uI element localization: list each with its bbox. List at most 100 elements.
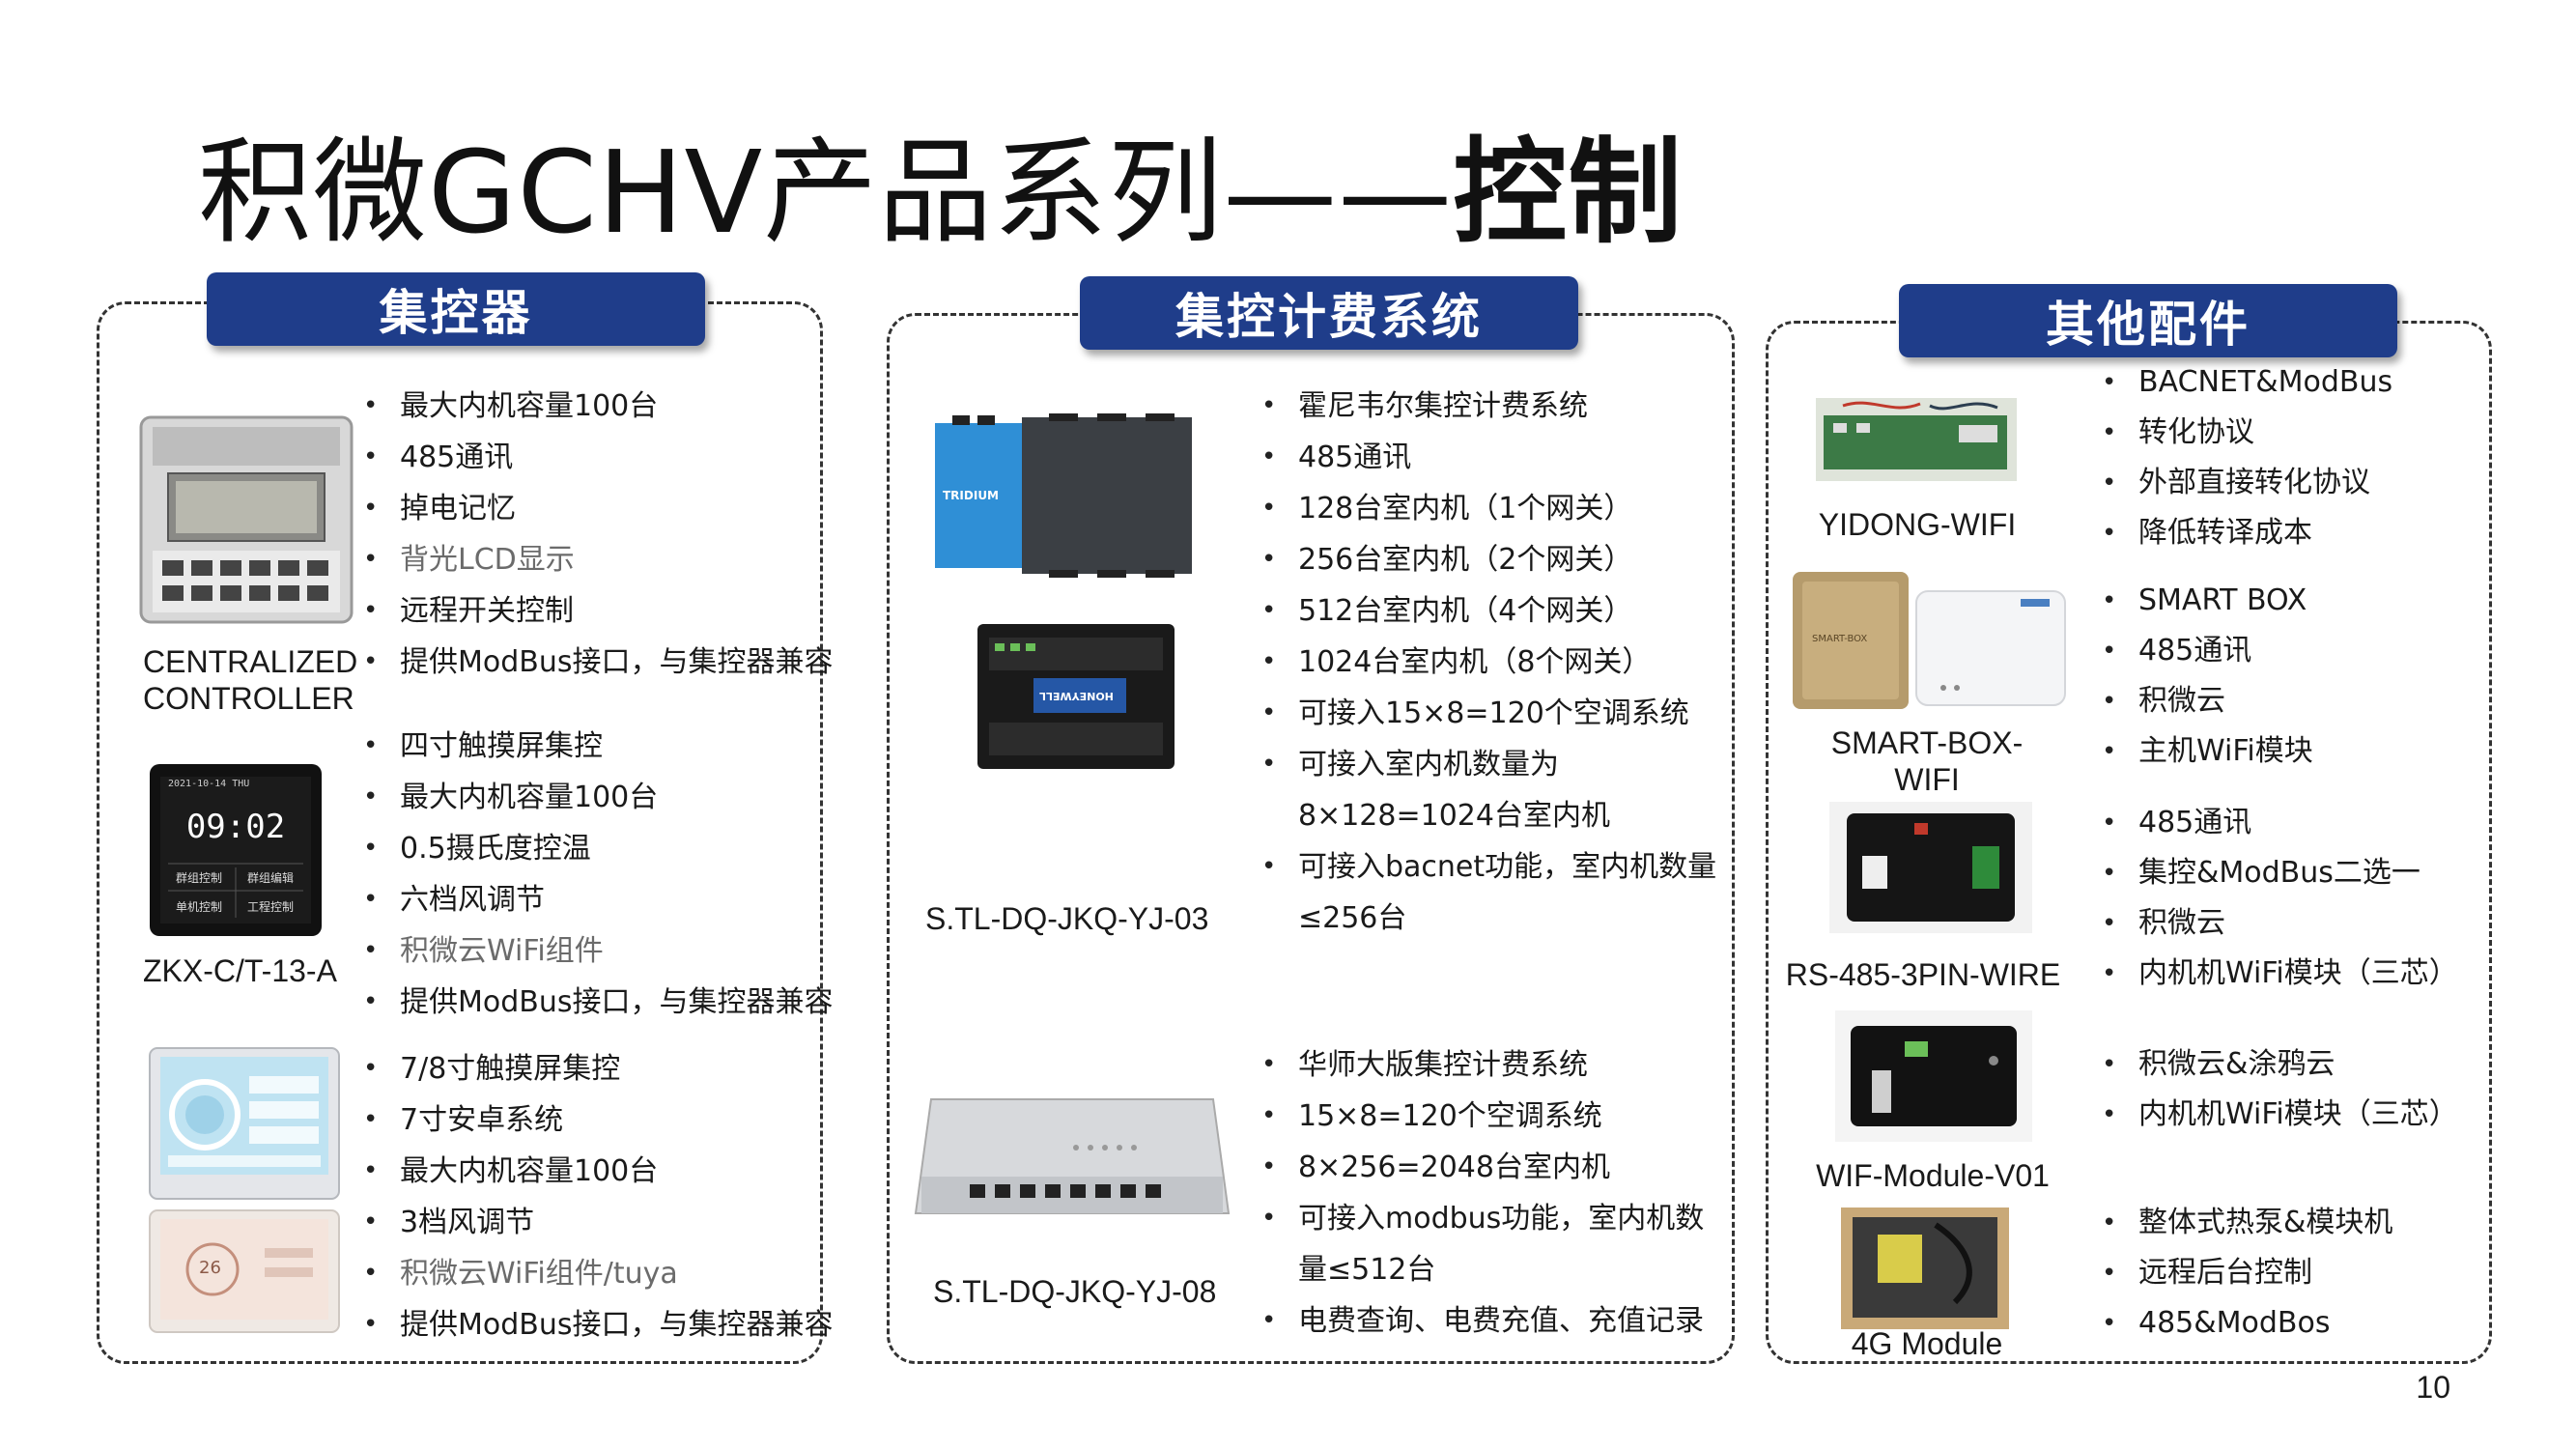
honeywell-system-label: S.TL-DQ-JKQ-YJ-03 bbox=[925, 901, 1209, 936]
feature-item: 内机机WiFi模块（三芯） bbox=[2102, 1090, 2458, 1140]
centralized-controller-image bbox=[139, 415, 354, 624]
ecnu-system-features: 华师大版集控计费系统 15×8=120个空调系统 8×256=2048台室内机 … bbox=[1261, 1039, 1704, 1347]
rs485-module-image bbox=[1827, 800, 2034, 935]
tuya-screen-temp: 26 bbox=[199, 1258, 221, 1278]
feature-item: 256台室内机（2个网关） bbox=[1261, 534, 1716, 585]
feature-item: 485&ModBos bbox=[2102, 1298, 2392, 1349]
feature-item: 可接入15×8=120个空调系统 bbox=[1261, 688, 1716, 739]
feature-item: SMART BOX bbox=[2102, 576, 2313, 626]
feature-item: 华师大版集控计费系统 bbox=[1261, 1039, 1704, 1091]
feature-item: 积微云WiFi组件/tuya bbox=[363, 1248, 834, 1299]
feature-item: 积微云 bbox=[2102, 676, 2313, 726]
feature-item: 8×128=1024台室内机 bbox=[1298, 799, 1610, 833]
feature-item: 外部直接转化协议 bbox=[2102, 458, 2392, 508]
tuya-touch-panel-image: 26 bbox=[149, 1209, 340, 1333]
feature-item: 8×256=2048台室内机 bbox=[1261, 1142, 1704, 1193]
feature-item: ≤256台 bbox=[1298, 901, 1407, 935]
ecnu-billing-device-image bbox=[912, 1090, 1232, 1225]
feature-item: BACNET&ModBus bbox=[2102, 357, 2392, 408]
tridium-controller-image: TRIDIUM bbox=[933, 413, 1194, 578]
zkx-screen-time: 09:02 bbox=[185, 808, 286, 846]
zkx-touch-controller-image: 2021-10-14 THU 09:02 群组控制 群组编辑 单机控制 工程控制 bbox=[149, 763, 323, 937]
feature-item: 内机机WiFi模块（三芯） bbox=[2102, 949, 2458, 999]
feature-item: 提供ModBus接口，与集控器兼容 bbox=[363, 1299, 834, 1350]
feature-item: 霍尼韦尔集控计费系统 bbox=[1261, 381, 1716, 432]
honeywell-controller-image: HONEYWELL bbox=[972, 614, 1180, 779]
honeywell-brand: HONEYWELL bbox=[1039, 690, 1114, 702]
ecnu-system-label: S.TL-DQ-JKQ-YJ-08 bbox=[933, 1274, 1217, 1309]
zkx-screen-button: 工程控制 bbox=[247, 900, 295, 914]
feature-item: 积微云WiFi组件 bbox=[363, 925, 834, 977]
feature-item: 转化协议 bbox=[2102, 408, 2392, 458]
feature-item: 掉电记忆 bbox=[363, 483, 834, 534]
feature-item: 485通讯 bbox=[2102, 626, 2313, 676]
feature-item: 六档风调节 bbox=[363, 874, 834, 925]
zkx-screen-button: 单机控制 bbox=[176, 900, 223, 914]
feature-item: 可接入bacnet功能，室内机数量 bbox=[1261, 841, 1716, 893]
feature-item: 量≤512台 bbox=[1298, 1253, 1436, 1287]
feature-item: 最大内机容量100台 bbox=[363, 1146, 834, 1197]
yidong-wifi-board-image bbox=[1814, 396, 2019, 483]
smart-box-image: SMART-BOX bbox=[1789, 568, 2069, 713]
feature-item: 128台室内机（1个网关） bbox=[1261, 483, 1716, 534]
centralized-controller-features: 最大内机容量100台 485通讯 掉电记忆 背光LCD显示 远程开关控制 提供M… bbox=[363, 381, 834, 688]
feature-item: 提供ModBus接口，与集控器兼容 bbox=[363, 637, 834, 688]
4g-module-image bbox=[1839, 1206, 2011, 1331]
smart-box-text: SMART-BOX bbox=[1812, 634, 1868, 644]
feature-item: 积微云 bbox=[2102, 898, 2458, 949]
zkx-controller-label: ZKX-C/T-13-A bbox=[143, 953, 337, 988]
4g-module-label: 4G Module bbox=[1851, 1326, 2003, 1361]
touch-panel-features: 7/8寸触摸屏集控 7寸安卓系统 最大内机容量100台 3档风调节 积微云WiF… bbox=[363, 1043, 834, 1350]
rs485-module-features: 485通讯 集控&ModBus二选一 积微云 内机机WiFi模块（三芯） bbox=[2102, 798, 2458, 999]
rs485-module-label: RS-485-3PIN-WIRE bbox=[1785, 957, 2061, 992]
feature-item: 远程后台控制 bbox=[2102, 1248, 2392, 1298]
feature-item: 主机WiFi模块 bbox=[2102, 726, 2313, 777]
wifi-module-v01-label: WIF-Module-V01 bbox=[1816, 1158, 2050, 1193]
feature-item: 提供ModBus接口，与集控器兼容 bbox=[363, 977, 834, 1028]
feature-item: 512台室内机（4个网关） bbox=[1261, 585, 1716, 637]
page-title: 积微GCHV产品系列——控制 bbox=[198, 135, 1683, 249]
zkx-controller-features: 四寸触摸屏集控 最大内机容量100台 0.5摄氏度控温 六档风调节 积微云WiF… bbox=[363, 721, 834, 1028]
feature-item: 电费查询、电费充值、充值记录 bbox=[1261, 1295, 1704, 1347]
honeywell-system-features: 霍尼韦尔集控计费系统 485通讯 128台室内机（1个网关） 256台室内机（2… bbox=[1261, 381, 1716, 944]
feature-item: 最大内机容量100台 bbox=[363, 772, 834, 823]
centralized-controller-label: CENTRALIZED CONTROLLER bbox=[143, 644, 358, 717]
yidong-wifi-label: YIDONG-WIFI bbox=[1818, 507, 2017, 542]
tab-billing-system: 集控计费系统 bbox=[1080, 276, 1578, 350]
feature-item: 集控&ModBus二选一 bbox=[2102, 848, 2458, 898]
wifi-module-v01-features: 积微云&涂鸦云 内机机WiFi模块（三芯） bbox=[2102, 1039, 2458, 1140]
feature-item: 485通讯 bbox=[1261, 432, 1716, 483]
zkx-screen-date: 2021-10-14 THU bbox=[168, 779, 250, 789]
4g-module-features: 整体式热泵&模块机 远程后台控制 485&ModBos bbox=[2102, 1198, 2392, 1349]
tridium-brand: TRIDIUM bbox=[943, 489, 1000, 502]
android-touch-panel-image bbox=[149, 1047, 340, 1200]
feature-item: 四寸触摸屏集控 bbox=[363, 721, 834, 772]
smart-box-features: SMART BOX 485通讯 积微云 主机WiFi模块 bbox=[2102, 576, 2313, 777]
feature-item: 最大内机容量100台 bbox=[363, 381, 834, 432]
feature-item: 15×8=120个空调系统 bbox=[1261, 1091, 1704, 1142]
page-number: 10 bbox=[2416, 1370, 2450, 1405]
zkx-screen-button: 群组控制 bbox=[176, 871, 223, 885]
feature-item: 远程开关控制 bbox=[363, 585, 834, 637]
feature-item: 3档风调节 bbox=[363, 1197, 834, 1248]
title-main: 积微GCHV产品系列—— bbox=[198, 126, 1454, 259]
feature-item: 7寸安卓系统 bbox=[363, 1094, 834, 1146]
feature-item: 1024台室内机（8个网关） bbox=[1261, 637, 1716, 688]
feature-item: 积微云&涂鸦云 bbox=[2102, 1039, 2458, 1090]
feature-item: 降低转译成本 bbox=[2102, 508, 2392, 558]
feature-item: 485通讯 bbox=[363, 432, 834, 483]
feature-item: 整体式热泵&模块机 bbox=[2102, 1198, 2392, 1248]
feature-item: 背光LCD显示 bbox=[363, 534, 834, 585]
feature-item: 可接入modbus功能，室内机数 bbox=[1261, 1193, 1704, 1244]
feature-item: 485通讯 bbox=[2102, 798, 2458, 848]
feature-item: 0.5摄氏度控温 bbox=[363, 823, 834, 874]
feature-item: 7/8寸触摸屏集控 bbox=[363, 1043, 834, 1094]
wifi-module-v01-image bbox=[1833, 1009, 2034, 1144]
tab-centralized-controller: 集控器 bbox=[207, 272, 705, 346]
smart-box-wifi-label: SMART-BOX- WIFI bbox=[1830, 725, 2024, 798]
feature-item: 可接入室内机数量为 bbox=[1261, 739, 1716, 790]
title-emphasis: 控制 bbox=[1453, 126, 1684, 259]
tab-other-accessories: 其他配件 bbox=[1899, 284, 2397, 357]
yidong-wifi-features: BACNET&ModBus 转化协议 外部直接转化协议 降低转译成本 bbox=[2102, 357, 2392, 558]
zkx-screen-button: 群组编辑 bbox=[247, 871, 295, 885]
